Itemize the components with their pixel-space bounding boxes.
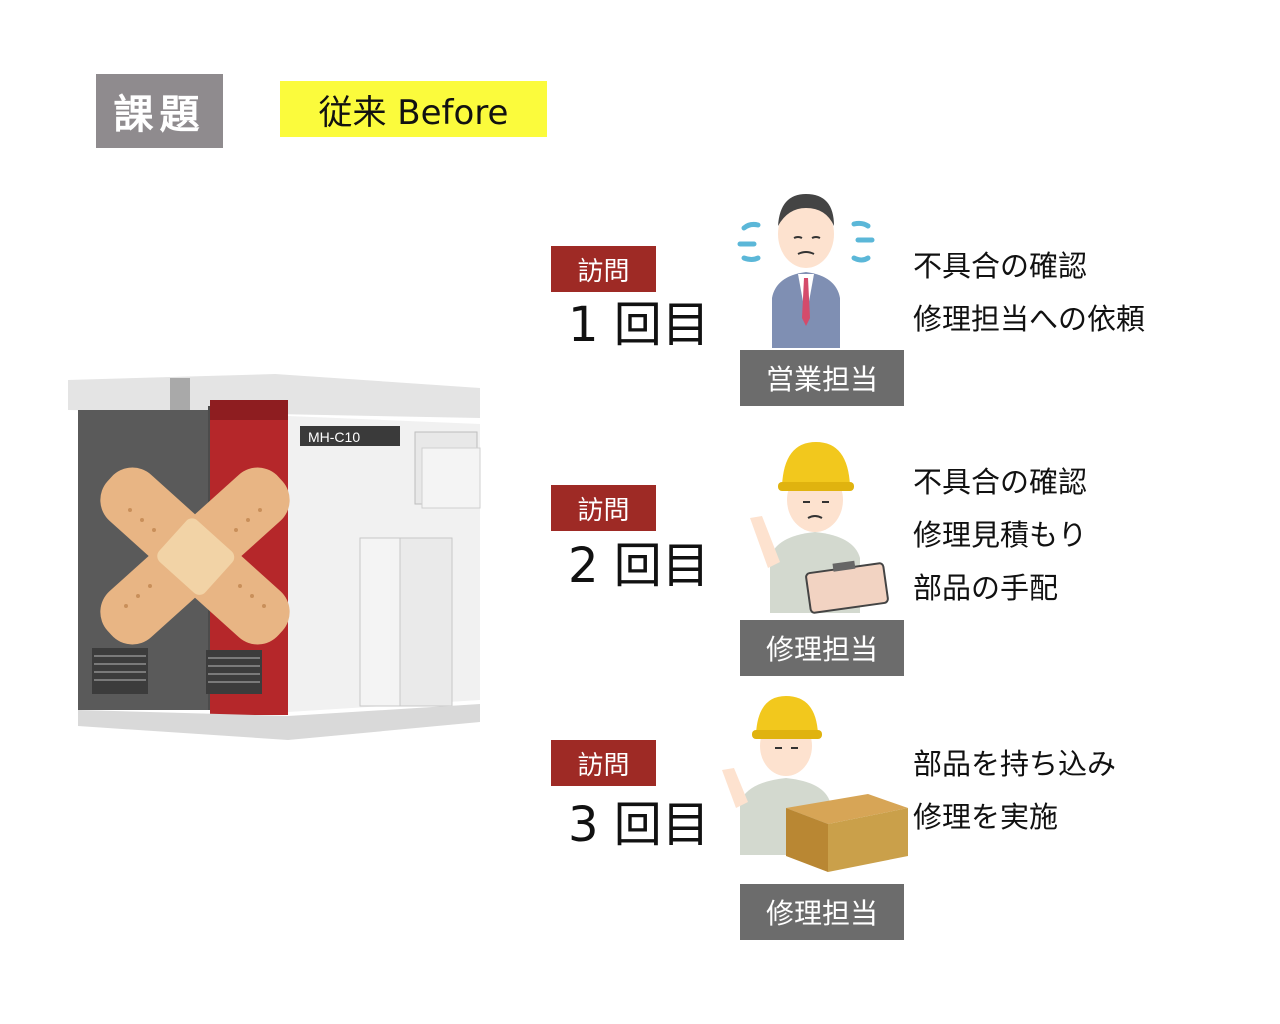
visit-3-tasks: 部品を持ち込み 修理を実施 (913, 738, 1116, 844)
repair-tech-illustration-1 (750, 442, 889, 614)
before-badge: 従来 Before (280, 81, 547, 137)
generator-machine-image: MH-C10 (68, 374, 481, 740)
cardboard-box-icon (786, 794, 908, 872)
hard-hat-icon (778, 442, 854, 491)
task-item: 部品の手配 (913, 571, 1059, 605)
visit-2-tag: 訪問 (551, 485, 656, 531)
bandage-cross-icon (100, 467, 290, 645)
clipboard-icon (805, 560, 889, 614)
task-item: 不具合の確認 (913, 465, 1088, 499)
sweat-drops-icon (737, 220, 875, 263)
task-item: 修理担当への依頼 (913, 302, 1146, 336)
task-item: 修理を実施 (913, 800, 1059, 834)
visit-3-role: 修理担当 (740, 884, 904, 940)
visit-1-count: 1 回目 (568, 297, 710, 353)
visit-1-role: 営業担当 (740, 350, 904, 406)
visit-1-tasks: 不具合の確認 修理担当への依頼 (913, 240, 1145, 346)
visit-2-tasks: 不具合の確認 修理見積もり 部品の手配 (913, 456, 1087, 615)
visit-3-tag: 訪問 (551, 740, 656, 786)
visit-1-tag: 訪問 (551, 246, 656, 292)
repair-tech-illustration-2 (722, 696, 908, 872)
issue-badge: 課題 (96, 74, 223, 148)
visit-2-count: 2 回目 (568, 538, 710, 594)
sales-rep-illustration (737, 194, 875, 348)
task-item: 不具合の確認 (913, 249, 1088, 283)
visit-3-count: 3 回目 (568, 797, 710, 853)
task-item: 部品を持ち込み (913, 747, 1117, 781)
hard-hat-icon (752, 696, 822, 739)
machine-model-label: MH-C10 (308, 429, 360, 445)
visit-2-role: 修理担当 (740, 620, 904, 676)
task-item: 修理見積もり (913, 518, 1088, 552)
